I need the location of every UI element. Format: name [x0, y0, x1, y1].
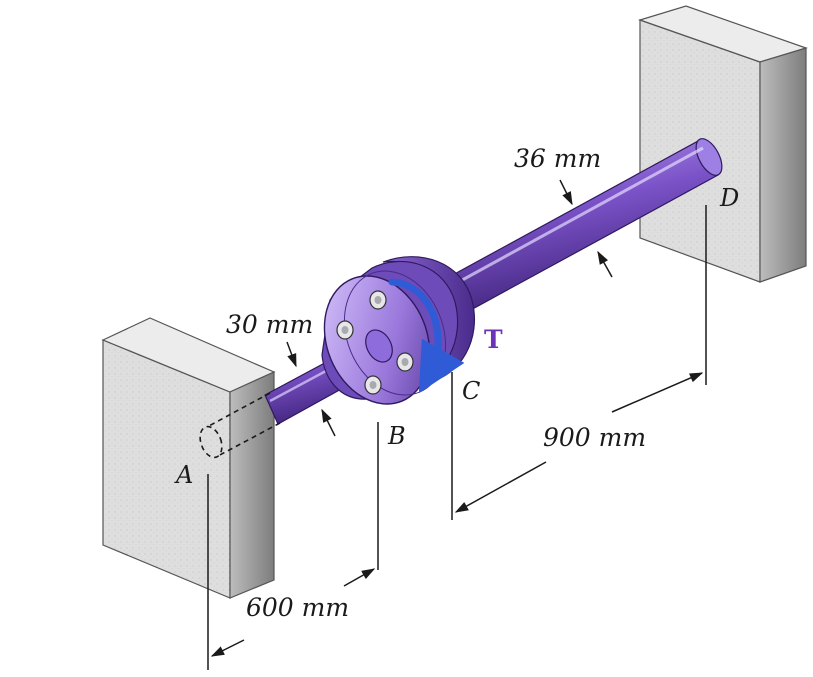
label-length-cd: 900 mm: [543, 423, 646, 452]
torque-arrow: [388, 278, 465, 394]
label-point-c: C: [462, 377, 480, 405]
dimension-ab: [210, 568, 376, 657]
label-point-b: B: [387, 422, 406, 450]
diameter-cd-arrows: [559, 179, 613, 278]
label-diameter-ab: 30 mm: [226, 310, 313, 339]
flange-bolts: [336, 290, 414, 395]
label-length-ab: 600 mm: [246, 593, 349, 622]
wall-left: [101, 317, 276, 599]
label-point-d: D: [719, 184, 739, 212]
wall-right: [638, 5, 808, 283]
label-diameter-cd: 36 mm: [514, 144, 601, 173]
extension-lines: [207, 205, 707, 670]
label-point-a: A: [174, 461, 193, 489]
diameter-ab-arrows: [286, 341, 336, 437]
dimension-cd: [454, 372, 704, 513]
label-torque: T: [484, 325, 503, 354]
